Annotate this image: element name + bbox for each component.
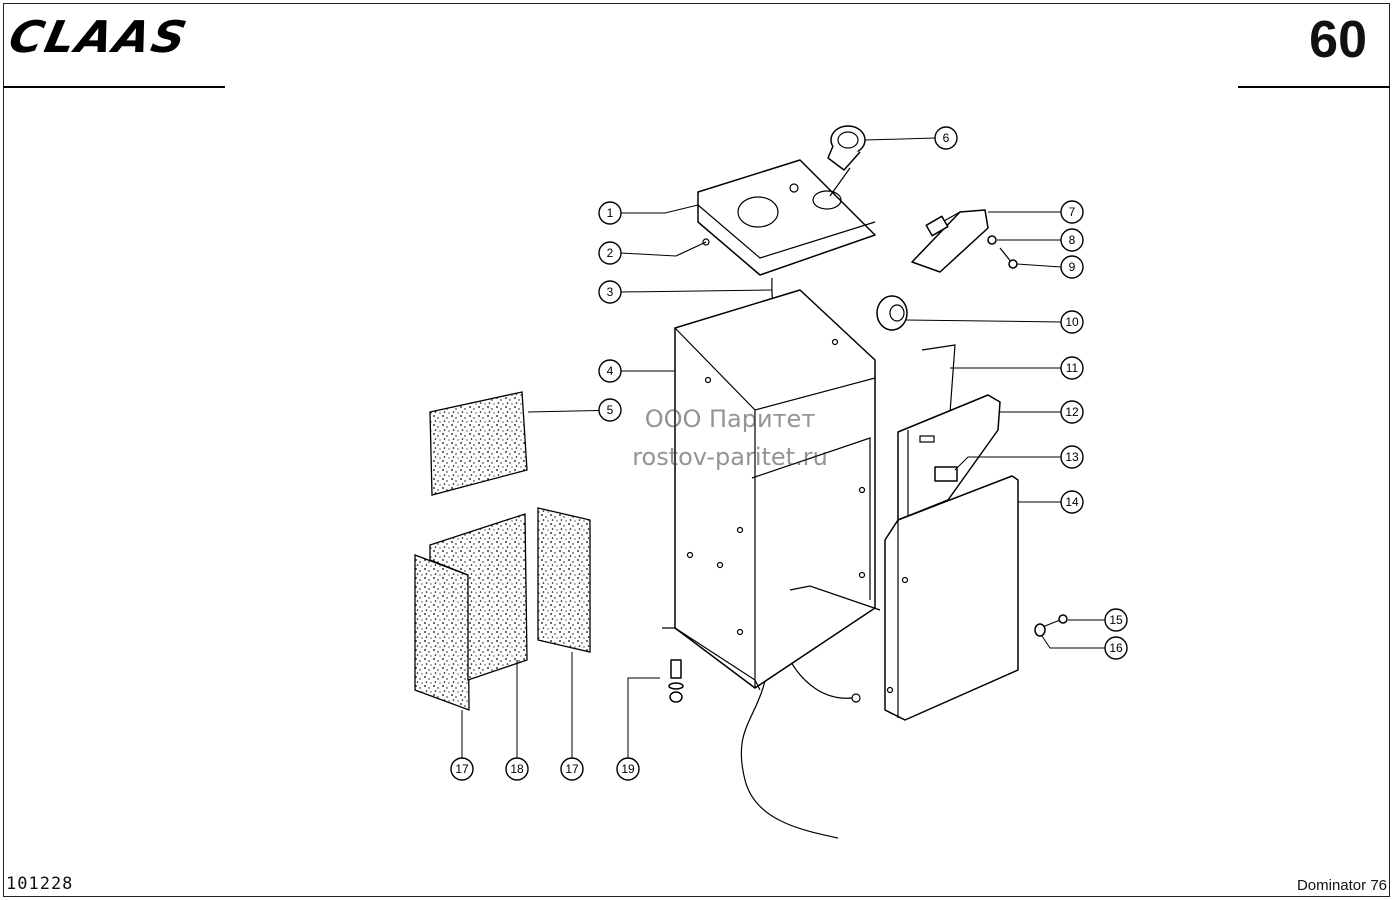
callout-11: 11 <box>1060 356 1084 380</box>
svg-text:9: 9 <box>1069 260 1076 274</box>
callout-15: 15 <box>1104 608 1128 632</box>
svg-text:18: 18 <box>510 762 524 776</box>
part-grommet <box>876 295 908 331</box>
callout-2: 2 <box>598 241 622 265</box>
callout-1: 1 <box>598 201 622 225</box>
svg-text:8: 8 <box>1069 233 1076 247</box>
page-number: 60 <box>1309 11 1367 69</box>
svg-text:14: 14 <box>1065 495 1079 509</box>
model-name: Dominator 76 <box>1296 877 1387 894</box>
part-bracket <box>911 209 989 273</box>
svg-text:1: 1 <box>607 206 614 220</box>
part-rod <box>921 344 956 441</box>
part-insulation-17-right <box>537 507 591 653</box>
callout-12: 12 <box>1060 400 1084 424</box>
svg-text:3: 3 <box>607 285 614 299</box>
callout-10: 10 <box>1060 310 1084 334</box>
callout-19: 19 <box>616 757 640 781</box>
header-rule-left <box>3 86 225 88</box>
callout-17-right: 17 <box>560 757 584 781</box>
svg-text:12: 12 <box>1065 405 1079 419</box>
part-clip <box>934 466 958 482</box>
callout-5: 5 <box>598 398 622 422</box>
svg-text:19: 19 <box>621 762 635 776</box>
document-number: 101228 <box>6 874 74 894</box>
header-rule-right <box>1238 86 1390 88</box>
svg-text:13: 13 <box>1065 450 1079 464</box>
part-insulation-17-left <box>414 554 470 711</box>
part-nut-8 <box>987 235 997 245</box>
svg-text:2: 2 <box>607 246 614 260</box>
callout-16: 16 <box>1104 636 1128 660</box>
callout-14: 14 <box>1060 490 1084 514</box>
svg-text:16: 16 <box>1109 641 1123 655</box>
svg-text:4: 4 <box>607 364 614 378</box>
callout-17-left: 17 <box>450 757 474 781</box>
page-frame <box>3 3 1390 897</box>
callout-4: 4 <box>598 359 622 383</box>
callout-9: 9 <box>1060 255 1084 279</box>
callout-3: 3 <box>598 280 622 304</box>
part-insulation-18 <box>429 513 528 681</box>
svg-text:10: 10 <box>1065 315 1079 329</box>
part-housing <box>662 289 881 691</box>
svg-text:5: 5 <box>607 403 614 417</box>
callout-6: 6 <box>934 126 958 150</box>
leader-lines <box>461 137 1105 758</box>
svg-text:17: 17 <box>455 762 469 776</box>
callout-7: 7 <box>1060 200 1084 224</box>
svg-text:7: 7 <box>1069 205 1076 219</box>
callout-18: 18 <box>505 757 529 781</box>
svg-text:15: 15 <box>1109 613 1123 627</box>
part-insulation-panel-5 <box>429 391 528 496</box>
svg-text:11: 11 <box>1066 361 1079 375</box>
part-gauge <box>827 125 866 197</box>
part-top-cover <box>697 159 876 276</box>
part-bolt-9 <box>999 247 1018 269</box>
part-side-bracket <box>897 394 1001 521</box>
callout-8: 8 <box>1060 228 1084 252</box>
part-side-cover <box>884 475 1019 721</box>
cable-eyelet <box>851 693 861 703</box>
svg-text:6: 6 <box>943 131 950 145</box>
part-washer-16 <box>1034 623 1046 637</box>
callout-13: 13 <box>1060 445 1084 469</box>
svg-text:17: 17 <box>565 762 579 776</box>
part-screw <box>675 238 710 257</box>
part-bolt-19 <box>668 659 684 703</box>
